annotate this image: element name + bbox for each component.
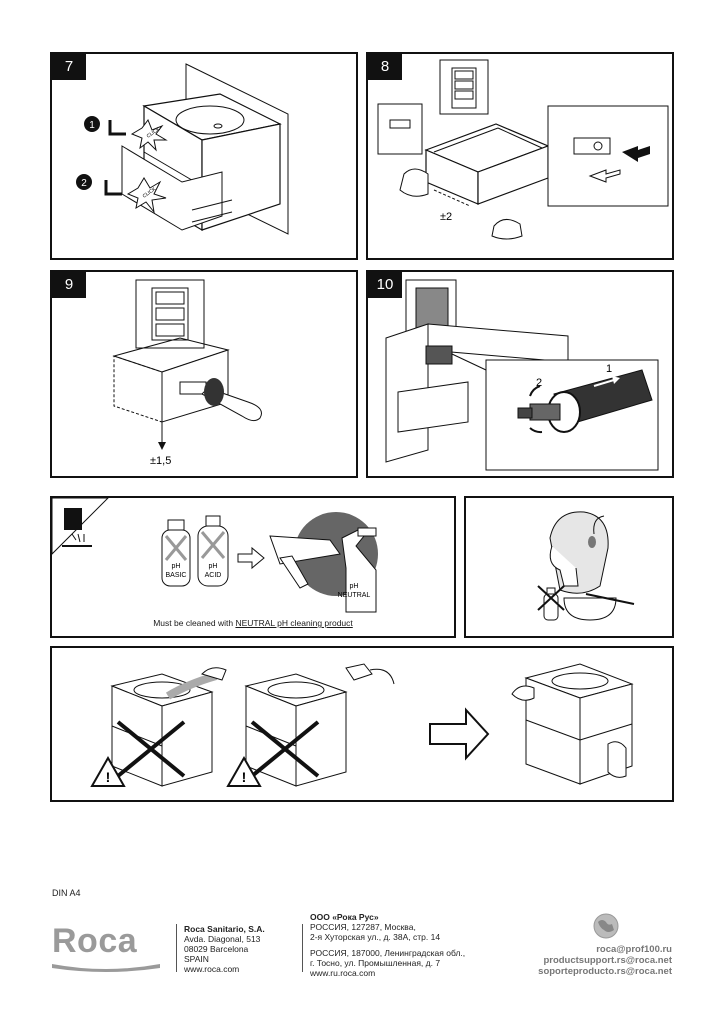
water-warning-illustration: ! ! bbox=[90, 663, 634, 787]
badge-1: 1 bbox=[89, 120, 95, 131]
company-line: Avda. Diagonal, 513 bbox=[184, 934, 261, 944]
russia-line: г. Тосно, ул. Промышленная, д. 7 bbox=[310, 958, 441, 968]
cleaning-panel: pH BASIC pH ACID pH NEUTRAL Must be clea… bbox=[50, 496, 456, 638]
tolerance-label: ±2 bbox=[440, 211, 452, 223]
contact-email[interactable]: productsupport.rs@roca.net bbox=[543, 955, 672, 966]
damper-adjust-illustration: 1 2 bbox=[385, 279, 659, 471]
company-website[interactable]: www.roca.com bbox=[184, 964, 240, 974]
warning-mark-1: ! bbox=[106, 769, 111, 785]
russia-line: РОССИЯ, 187000, Ленинградская обл., bbox=[310, 948, 466, 958]
bottle-acid-ph: pH bbox=[209, 563, 218, 570]
drawer-adjust-illustration: ±2 bbox=[377, 59, 669, 240]
water-warning-panel: ! ! bbox=[50, 646, 674, 802]
bottle-basic-label: BASIC bbox=[165, 572, 186, 579]
russia-company-name: ООО «Рока Рус» bbox=[310, 912, 379, 922]
company-line: 08029 Barcelona bbox=[184, 944, 249, 954]
step-number: 7 bbox=[52, 54, 86, 80]
warning-mark-2: ! bbox=[242, 769, 247, 785]
paper-size-label: DIN A4 bbox=[52, 888, 81, 898]
cleaning-caption: Must be cleaned with NEUTRAL pH cleaning… bbox=[52, 618, 454, 628]
caption-prefix: Must be cleaned with bbox=[153, 618, 236, 628]
footer-divider-1 bbox=[176, 924, 177, 972]
hair-dye-illustration bbox=[537, 511, 635, 621]
bottle-acid-label: ACID bbox=[205, 572, 222, 579]
company-address: Roca Sanitario, S.A. Avda. Diagonal, 513… bbox=[184, 924, 265, 974]
cleaning-illustration: pH BASIC pH ACID pH NEUTRAL bbox=[52, 498, 378, 613]
russia-address: ООО «Рока Рус» РОССИЯ, 127287, Москва, 2… bbox=[310, 912, 465, 978]
company-name: Roca Sanitario, S.A. bbox=[184, 924, 265, 934]
vanity-click-illustration: 1 2 CLICK CLICK bbox=[76, 63, 289, 235]
company-line: SPAIN bbox=[184, 954, 209, 964]
step-number: 10 bbox=[368, 272, 402, 298]
drawer-level-illustration: ±1,5 bbox=[112, 279, 262, 467]
tolerance-label: ±1,5 bbox=[150, 455, 171, 467]
contact-email[interactable]: soporteproducto.rs@roca.net bbox=[538, 966, 672, 977]
contact-email[interactable]: roca@prof100.ru bbox=[596, 944, 672, 955]
brand-logo-swoosh bbox=[52, 964, 160, 972]
bottle-neutral-label: NEUTRAL bbox=[338, 592, 371, 599]
step-7-panel: 7 1 2 CLICK CLICK bbox=[50, 52, 358, 260]
step-number: 9 bbox=[52, 272, 86, 298]
badge-2: 2 bbox=[81, 178, 87, 189]
russia-line: 2-я Хуторская ул., д. 38А, стр. 14 bbox=[310, 932, 441, 942]
arrow-label-1: 1 bbox=[606, 363, 612, 375]
contact-emails: roca@prof100.ru productsupport.rs@roca.n… bbox=[538, 944, 672, 977]
russia-website[interactable]: www.ru.roca.com bbox=[310, 968, 376, 978]
footer-divider-2 bbox=[302, 924, 303, 972]
step-10-panel: 10 1 2 bbox=[366, 270, 674, 478]
bottle-basic-ph: pH bbox=[172, 563, 181, 570]
russia-line: РОССИЯ, 127287, Москва, bbox=[310, 922, 416, 932]
arrow-label-2: 2 bbox=[536, 377, 542, 389]
step-number: 8 bbox=[368, 54, 402, 80]
hair-dye-panel bbox=[464, 496, 674, 638]
step-9-panel: 9 ±1,5 bbox=[50, 270, 358, 478]
globe-icon bbox=[593, 913, 619, 939]
brand-logo: Roca bbox=[52, 922, 138, 960]
caption-neutral: NEUTRAL pH cleaning product bbox=[235, 618, 353, 628]
step-8-panel: 8 ±2 bbox=[366, 52, 674, 260]
bottle-neutral-ph: pH bbox=[350, 583, 359, 590]
